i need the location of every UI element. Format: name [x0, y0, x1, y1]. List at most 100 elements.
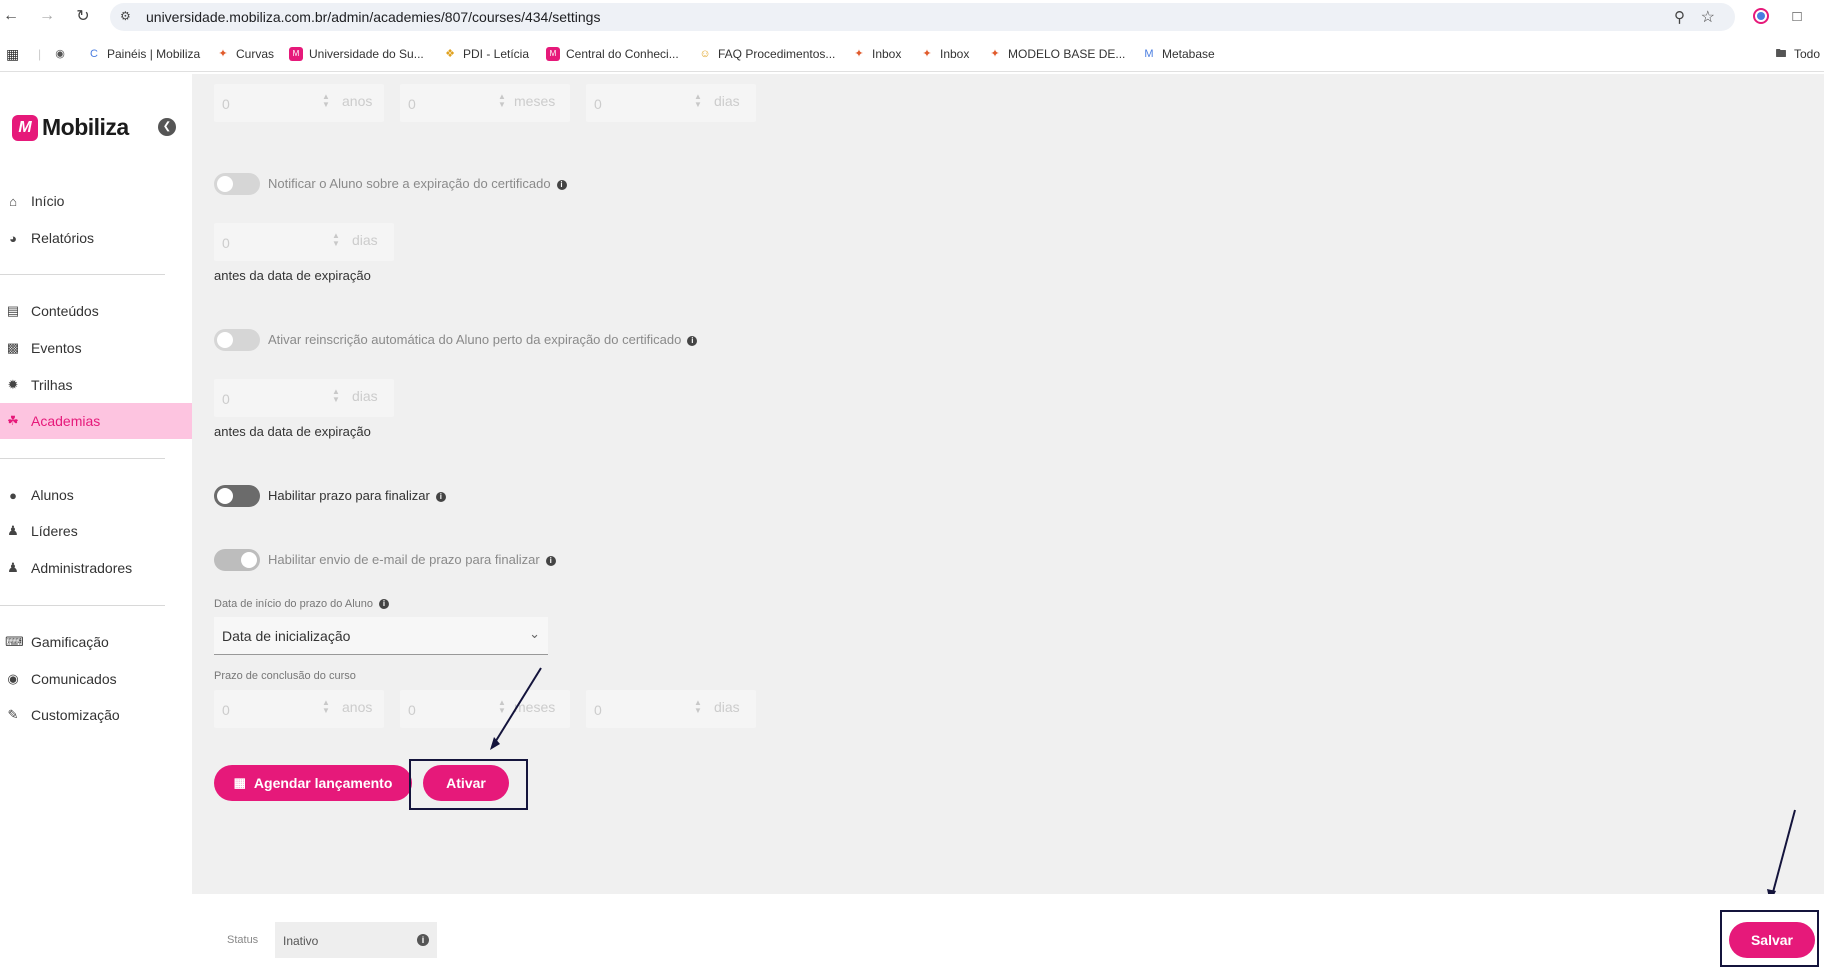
sidebar-item-alunos[interactable]: ●Alunos — [0, 477, 192, 513]
info-icon[interactable]: i — [556, 179, 567, 190]
reenroll-days-input[interactable]: 0 ▲▼ dias — [214, 379, 394, 417]
annotation-arrow-save — [1771, 809, 1796, 897]
save-button[interactable]: Salvar — [1729, 922, 1815, 958]
bookmark-item[interactable]: ❖PDI - Letícia — [443, 45, 529, 63]
sidebar-item-inicio[interactable]: ⌂Início — [0, 183, 192, 219]
spinner-icon[interactable]: ▲▼ — [498, 698, 506, 715]
spinner-icon[interactable]: ▲▼ — [332, 231, 340, 248]
back-icon[interactable]: ← — [3, 7, 19, 24]
bookmark-item[interactable]: ✦Inbox — [920, 45, 969, 63]
completion-deadline-label: Prazo de conclusão do curso — [214, 670, 356, 682]
info-icon[interactable]: i — [379, 599, 390, 610]
bookmark-item[interactable]: ✦Curvas — [216, 45, 274, 63]
notify-expiration-label: Notificar o Aluno sobre a expiração do c… — [268, 176, 567, 191]
bank-icon: ☘ — [7, 413, 19, 428]
spinner-icon[interactable]: ▲▼ — [322, 698, 330, 715]
deadline-email-toggle[interactable] — [214, 549, 260, 571]
sidebar-item-eventos[interactable]: ▩Eventos — [6, 340, 82, 356]
logo[interactable]: M Mobiliza — [12, 114, 129, 141]
info-icon[interactable]: i — [687, 335, 698, 346]
zoom-icon[interactable]: ⚲ — [1674, 9, 1685, 26]
completion-days-input[interactable]: 0 ▲▼ dias — [586, 690, 756, 728]
validity-days-input[interactable]: 0 ▲▼ dias — [586, 84, 756, 122]
status-field: Inativo i — [275, 922, 437, 958]
deadline-toggle[interactable] — [214, 485, 260, 507]
bookmark-star-icon[interactable]: ☆ — [1700, 9, 1715, 26]
annotation-arrowhead — [490, 737, 500, 750]
apps-grid-icon[interactable]: ▦ — [6, 45, 20, 62]
sidebar-item-customizacao[interactable]: ✎Customização — [0, 697, 192, 733]
url-text: universidade.mobiliza.com.br/admin/acade… — [146, 9, 601, 25]
info-icon[interactable]: i — [435, 491, 446, 502]
sidebar-item-administradores[interactable]: ♟Administradores — [0, 550, 192, 586]
address-bar[interactable]: ⚙ universidade.mobiliza.com.br/admin/aca… — [110, 3, 1735, 31]
deadline-email-label: Habilitar envio de e-mail de prazo para … — [268, 552, 556, 567]
extensions-icon[interactable]: □ — [1792, 7, 1802, 25]
mobiliza-favicon-icon: M — [546, 47, 560, 61]
footer-bar: Status Inativo i — [192, 894, 1824, 976]
annotation-box-activate — [409, 759, 528, 810]
annotation-box-save — [1720, 910, 1819, 967]
sidebar-item-gamificacao[interactable]: ⌨Gamificação — [5, 634, 109, 650]
site-settings-icon[interactable]: ⚙ — [120, 9, 131, 23]
activate-button[interactable]: Ativar — [423, 765, 509, 801]
completion-years-input[interactable]: 0 ▲▼ anos — [214, 690, 384, 728]
all-bookmarks[interactable]: 🖿Todo — [1775, 47, 1821, 61]
sidebar-item-academias[interactable]: ☘Academias — [0, 403, 192, 439]
auto-reenroll-toggle[interactable] — [214, 329, 260, 351]
comment-icon: ◉ — [7, 671, 19, 686]
validity-years-input[interactable]: 0 ▲▼ anos — [214, 84, 384, 122]
reenroll-after-text: antes da data de expiração — [214, 424, 371, 439]
validity-months-input[interactable]: 0 ▲▼ meses — [400, 84, 570, 122]
schedule-launch-button[interactable]: ▦Agendar lançamento — [214, 765, 412, 801]
logo-text: Mobiliza — [42, 114, 129, 140]
sidebar-item-conteudos[interactable]: ▤Conteúdos — [6, 303, 99, 319]
spinner-icon[interactable]: ▲▼ — [694, 92, 702, 109]
bookmark-item[interactable]: ✦MODELO BASE DE... — [988, 45, 1125, 63]
info-icon[interactable]: i — [545, 555, 556, 566]
workflow-favicon-icon: ✦ — [218, 48, 228, 60]
chevron-down-icon: ⌄ — [529, 626, 540, 641]
sidebar-divider — [0, 458, 165, 459]
reload-icon[interactable]: ↻ — [76, 8, 90, 25]
notify-days-input[interactable]: 0 ▲▼ dias — [214, 223, 394, 261]
start-date-select[interactable]: Data de inicialização ⌄ — [214, 617, 548, 655]
sidebar-divider — [0, 605, 165, 606]
bookmarks-divider: | — [38, 47, 42, 61]
workflow-favicon-icon: ✦ — [854, 48, 864, 60]
sidebar-item-relatorios[interactable]: ◕Relatórios — [0, 220, 192, 256]
notify-expiration-toggle[interactable] — [214, 173, 260, 195]
forward-icon[interactable]: → — [39, 7, 55, 24]
annotation-arrow-activate — [493, 667, 542, 745]
spinner-icon[interactable]: ▲▼ — [694, 698, 702, 715]
globe-icon[interactable]: ◉ — [55, 48, 65, 60]
folder-icon: 🖿 — [1775, 48, 1787, 60]
smiley-favicon-icon: ☺ — [699, 48, 711, 60]
bookmark-item[interactable]: ☺FAQ Procedimentos... — [699, 47, 836, 61]
sidebar: M Mobiliza ❮ ⌂Início ◕Relatórios ▤Conteú… — [0, 74, 192, 976]
profile-icon[interactable] — [1751, 6, 1771, 26]
logo-mark-icon: M — [12, 114, 38, 141]
menu-icon[interactable]: ⋮ — [1815, 6, 1824, 26]
spinner-icon[interactable]: ▲▼ — [498, 92, 506, 109]
sidebar-item-trilhas[interactable]: ✹Trilhas — [0, 367, 192, 403]
sidebar-divider — [0, 274, 165, 275]
collapse-sidebar-button[interactable]: ❮ — [158, 118, 176, 136]
info-icon[interactable]: i — [417, 934, 429, 946]
bookmark-item[interactable]: ✦Inbox — [852, 45, 901, 63]
sidebar-item-comunicados[interactable]: ◉Comunicados — [0, 661, 192, 697]
spinner-icon[interactable]: ▲▼ — [322, 92, 330, 109]
sidebar-item-lideres[interactable]: ♟Líderes — [0, 513, 192, 549]
completion-months-input[interactable]: 0 ▲▼ meses — [400, 690, 570, 728]
pie-chart-icon: ◕ — [9, 230, 17, 246]
spinner-icon[interactable]: ▲▼ — [332, 387, 340, 404]
chart-favicon-icon: C — [90, 48, 98, 60]
